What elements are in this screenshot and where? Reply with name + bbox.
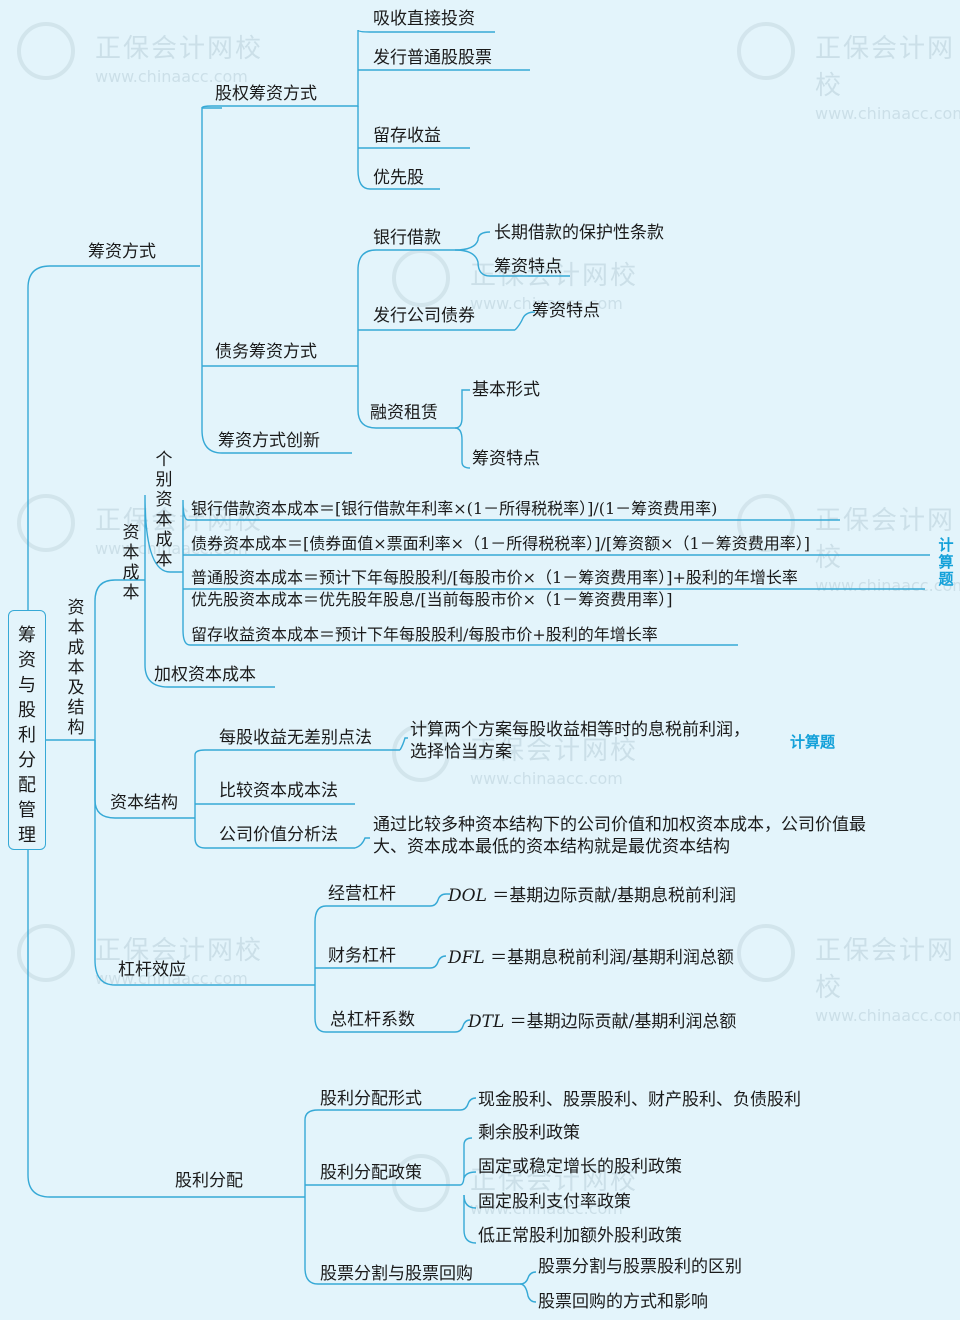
node-bond: 发行公司债券: [373, 306, 475, 326]
formula-dfl: DFL ＝基期息税前利润/基期利润总额: [448, 948, 734, 968]
node-firm-value-method: 公司价值分析法: [219, 825, 338, 845]
node-operating-leverage: 经营杠杆: [328, 884, 396, 904]
watermark-logo-icon: [392, 724, 450, 782]
dfl-symbol: DFL: [448, 948, 485, 968]
node-financing: 筹资方式: [88, 242, 156, 262]
leaf-equity-item: 吸收直接投资: [373, 9, 475, 29]
node-capital: 资本成本及结构: [67, 598, 85, 738]
node-debt-financing: 债务筹资方式: [215, 342, 317, 362]
desc-firm-value-line: 通过比较多种资本结构下的公司价值和加权资本成本，公司价值最: [373, 815, 866, 835]
formula-dol: DOL ＝基期边际贡献/基期息税前利润: [448, 886, 736, 906]
leaf-dividend-policy: 固定或稳定增长的股利政策: [478, 1157, 682, 1177]
watermark-logo-icon: [17, 22, 75, 80]
watermark-logo-icon: [17, 494, 75, 552]
leaf-split-item: 股票分割与股票股利的区别: [538, 1257, 742, 1277]
leaf-bank-item: 筹资特点: [494, 257, 562, 277]
watermark-logo-icon: [737, 494, 795, 552]
node-bank-loan: 银行借款: [373, 228, 441, 248]
watermark-logo-icon: [737, 924, 795, 982]
leaf-split-item: 股票回购的方式和影响: [538, 1292, 708, 1312]
node-eps-method: 每股收益无差别点法: [219, 728, 372, 748]
formula-bond: 债券资本成本＝[债券面值×票面利率×（1－所得税税率）]/[筹资额×（1－筹资费…: [191, 534, 810, 553]
node-financing-innovation: 筹资方式创新: [218, 431, 320, 451]
leaf-lease-item: 筹资特点: [472, 449, 540, 469]
desc-firm-value-line: 大、资本成本最低的资本结构就是最优资本结构: [373, 837, 730, 857]
leaf-dividend-policy: 低正常股利加额外股利政策: [478, 1226, 682, 1246]
node-capital-structure: 资本结构: [110, 793, 178, 813]
node-capital-cost: 资本成本: [122, 523, 140, 603]
leaf-dividend-forms: 现金股利、股票股利、财产股利、负债股利: [478, 1090, 801, 1110]
leaf-equity-item: 优先股: [373, 168, 424, 188]
node-dividend-policy: 股利分配政策: [320, 1163, 422, 1183]
leaf-bond-item: 筹资特点: [532, 301, 600, 321]
watermark-logo-icon: [392, 1154, 450, 1212]
node-individual-cost: 个别资本成本: [155, 450, 173, 570]
leaf-equity-item: 留存收益: [373, 126, 441, 146]
formula-retained-earnings: 留存收益资本成本＝预计下年每股股利/每股市价+股利的年增长率: [191, 625, 658, 644]
node-lease: 融资租赁: [370, 403, 438, 423]
node-dividend: 股利分配: [175, 1171, 243, 1191]
node-compare-cost-method: 比较资本成本法: [219, 781, 338, 801]
watermark-logo-icon: [392, 249, 450, 307]
node-dividend-forms: 股利分配形式: [320, 1089, 422, 1109]
watermark-logo-icon: [17, 924, 75, 982]
formula-common-stock: 普通股资本成本＝预计下年每股股利/[每股市价×（1－筹资费用率）]+股利的年增长…: [191, 568, 798, 587]
leaf-lease-item: 基本形式: [472, 380, 540, 400]
dol-symbol: DOL: [448, 886, 487, 906]
node-stock-split-repurchase: 股票分割与股票回购: [320, 1264, 473, 1284]
formula-preferred-stock: 优先股资本成本＝优先股年股息/[当前每股市价×（1－筹资费用率）]: [191, 590, 673, 609]
node-total-leverage: 总杠杆系数: [330, 1010, 415, 1030]
desc-eps-line: 选择恰当方案: [410, 742, 512, 762]
node-leverage: 杠杆效应: [118, 960, 186, 980]
leaf-dividend-policy: 固定股利支付率政策: [478, 1192, 631, 1212]
root-node: 筹资与股利分配管理: [8, 610, 46, 850]
calc-badge: 计算题: [938, 536, 954, 588]
node-weighted-cost: 加权资本成本: [154, 665, 256, 685]
formula-bank-loan: 银行借款资本成本＝[银行借款年利率×(1－所得税税率）]/(1－筹资费用率): [191, 499, 718, 518]
desc-eps-line: 计算两个方案每股收益相等时的息税前利润，: [410, 720, 750, 740]
leaf-dividend-policy: 剩余股利政策: [478, 1123, 580, 1143]
formula-dtl: DTL ＝基期边际贡献/基期利润总额: [468, 1012, 737, 1032]
dtl-symbol: DTL: [468, 1012, 505, 1032]
root-label: 筹资与股利分配管理: [18, 625, 36, 846]
watermark-logo-icon: [737, 22, 795, 80]
leaf-bank-item: 长期借款的保护性条款: [494, 223, 664, 243]
calc-badge: 计算题: [790, 733, 836, 751]
leaf-equity-item: 发行普通股股票: [373, 48, 492, 68]
node-equity-financing: 股权筹资方式: [215, 84, 317, 104]
node-financial-leverage: 财务杠杆: [328, 946, 396, 966]
